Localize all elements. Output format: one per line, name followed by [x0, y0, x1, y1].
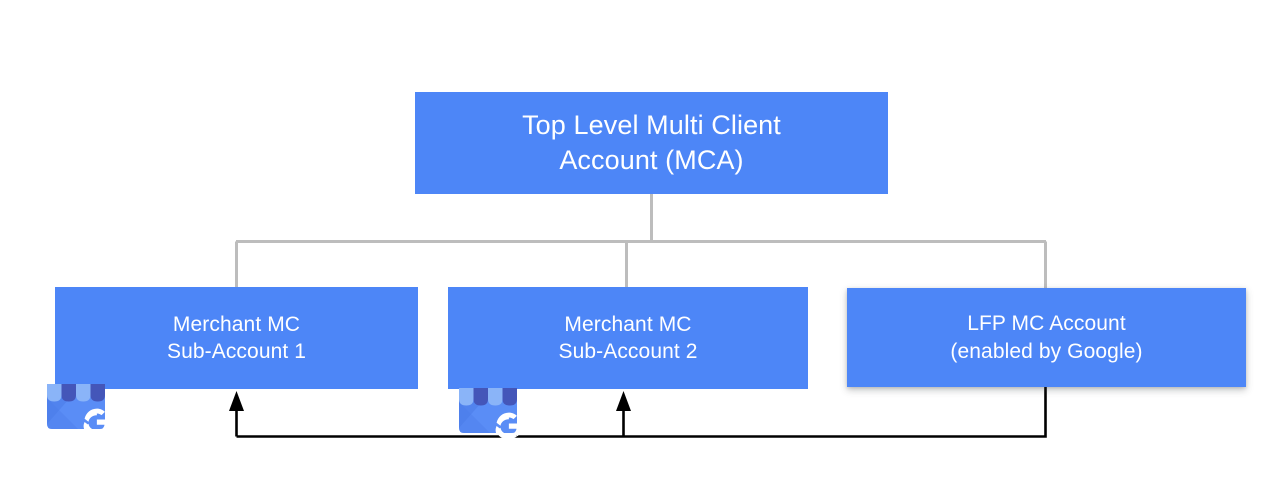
node-merchant-sub-account-1-label: Merchant MC Sub-Account 1 [166, 312, 307, 363]
node-merchant-sub-account-2[interactable]: Merchant MC Sub-Account 2 [448, 287, 808, 389]
google-my-business-icon [459, 388, 523, 440]
node-lfp-mc-account-label: LFP MC Account (enabled by Google) [950, 312, 1143, 363]
tree-connectors [235, 194, 1047, 289]
arrowhead-merchant-1 [229, 391, 244, 411]
node-merchant-sub-account-2-label: Merchant MC Sub-Account 2 [558, 312, 698, 363]
google-g-glyph [83, 408, 111, 436]
google-my-business-icon [47, 384, 111, 436]
lfp-feed-arrows [235, 387, 1047, 438]
lfp-feed-arrowheads [229, 391, 631, 411]
node-lfp-mc-account[interactable]: LFP MC Account (enabled by Google) [847, 288, 1246, 387]
node-merchant-sub-account-1[interactable]: Merchant MC Sub-Account 1 [55, 287, 418, 389]
awning [47, 384, 105, 402]
node-top-level-mca[interactable]: Top Level Multi Client Account (MCA) [415, 92, 888, 194]
arrowhead-merchant-2 [616, 391, 631, 411]
node-top-level-mca-label: Top Level Multi Client Account (MCA) [522, 109, 781, 175]
arrow-rail-lfp [236, 387, 1047, 438]
